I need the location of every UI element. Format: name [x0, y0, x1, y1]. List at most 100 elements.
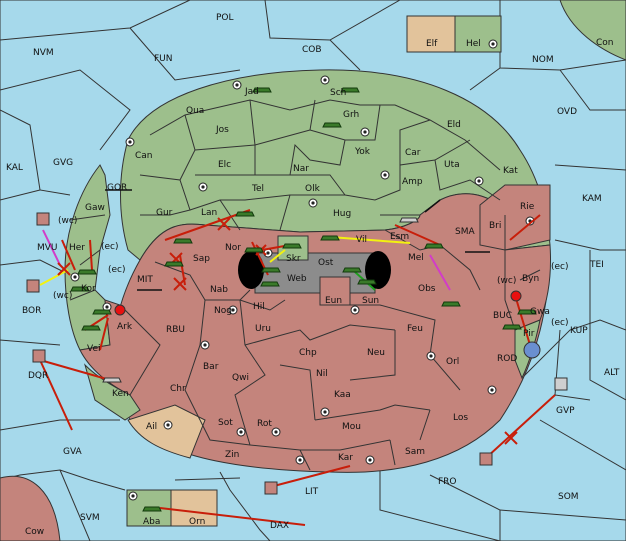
fail-mark-gvp	[504, 431, 518, 445]
coast-tag-byn-ec: (ec)	[551, 262, 569, 272]
label-kor: Kor	[81, 284, 96, 294]
label-elc: Elc	[218, 160, 231, 170]
supply-center-grh	[360, 127, 370, 137]
order-arrow-gva	[39, 359, 73, 431]
land-black-west	[238, 251, 264, 289]
label-gvg: GVG	[53, 158, 73, 168]
unit-pir	[523, 341, 541, 359]
land-rie[interactable]	[479, 184, 551, 251]
label-grh: Grh	[343, 110, 359, 120]
army-unit-mel	[424, 243, 444, 249]
order-arrow-bri	[509, 214, 541, 241]
land-ken[interactable]	[83, 363, 141, 421]
supply-center-orl	[487, 385, 497, 395]
label-eun: Eun	[325, 296, 342, 306]
label-orl: Orl	[446, 357, 459, 367]
army-unit-lan	[235, 211, 255, 217]
label-svm: SVM	[80, 513, 100, 523]
label-kal: KAL	[6, 163, 23, 173]
label-uta: Uta	[444, 160, 460, 170]
army-unit-kor	[70, 286, 90, 292]
order-arrow-gwa	[514, 294, 531, 346]
adjacency-sma	[424, 199, 441, 213]
label-neu: Neu	[367, 348, 385, 358]
label-obs: Obs	[418, 284, 436, 294]
label-kam: KAM	[582, 194, 602, 204]
order-arrow-dqr	[39, 359, 111, 381]
order-arrow-lit	[269, 465, 351, 488]
supply-center-hug	[308, 198, 318, 208]
label-mou: Mou	[342, 422, 361, 432]
army-unit-sap2	[164, 261, 184, 267]
order-arrow-lan	[164, 209, 251, 241]
army-unit-hil	[261, 267, 281, 273]
fleet-unit-mvu	[36, 212, 50, 226]
label-jad: Jad	[244, 87, 259, 97]
label-qwi: Qwi	[232, 373, 249, 383]
label-kat: Kat	[503, 166, 518, 176]
label-alt: ALT	[604, 368, 620, 378]
label-rbu: RBU	[166, 325, 185, 335]
label-mel: Mel	[408, 253, 424, 263]
army-unit-nor	[244, 247, 264, 253]
label-gur: Gur	[156, 208, 173, 218]
label-bar: Bar	[203, 362, 219, 372]
label-gor: GOR	[107, 183, 127, 193]
failure-marks	[57, 217, 518, 445]
label-sma: SMA	[455, 227, 475, 237]
label-qua: Qua	[186, 106, 204, 116]
orders	[39, 189, 556, 526]
label-hel: Hel	[466, 39, 481, 49]
land-eun[interactable]	[319, 276, 351, 306]
army-unit-vei	[81, 325, 101, 331]
label-rot: Rot	[257, 419, 272, 429]
label-ken: Ken	[112, 389, 129, 399]
label-tel: Tel	[251, 184, 264, 194]
order-arrow-kor	[61, 239, 76, 271]
label-som: SOM	[558, 492, 579, 502]
label-car: Car	[405, 148, 421, 158]
supply-center-aba	[128, 491, 138, 501]
supply-center-sot	[236, 427, 246, 437]
army-unit-sun	[357, 279, 377, 285]
coast-tag-kor-ec: (ec)	[108, 265, 126, 275]
label-yok: Yok	[354, 147, 371, 157]
army-unit-obs	[441, 301, 461, 307]
label-hug: Hug	[333, 209, 351, 219]
order-arrow-her	[89, 239, 93, 271]
order-arrow-dax	[159, 507, 306, 526]
label-con: Con	[596, 38, 614, 48]
fleet-unit-bor	[26, 279, 40, 293]
label-nvm: NVM	[33, 48, 54, 58]
label-amp: Amp	[402, 177, 423, 187]
army-unit-jad	[252, 87, 272, 93]
land-elf[interactable]	[406, 15, 456, 53]
label-nab: Nab	[210, 285, 228, 295]
label-can: Can	[135, 151, 153, 161]
label-ost: Ost	[318, 258, 334, 268]
land-ail[interactable]	[127, 404, 206, 459]
province-borders	[69, 99, 541, 471]
support-arrow-bor	[39, 269, 69, 286]
label-nil: Nil	[316, 369, 328, 379]
supply-center-sun	[350, 305, 360, 315]
supply-center-kar	[365, 455, 375, 465]
army-unit-sap1	[173, 238, 193, 244]
label-gwa: Gwa	[530, 307, 550, 317]
label-nom: NOM	[532, 55, 554, 65]
coast-tag-kor-wc: (wc)	[53, 291, 72, 301]
army-unit-sch	[340, 87, 360, 93]
label-sap: Sap	[193, 254, 210, 264]
land-orn[interactable]	[170, 489, 218, 527]
label-mit: MIT	[137, 275, 153, 285]
label-ovd: OVD	[557, 107, 577, 117]
label-cow: Cow	[25, 527, 44, 537]
label-nor: Nor	[225, 243, 241, 253]
army-unit-web	[260, 281, 280, 287]
label-rie: Rie	[520, 202, 535, 212]
labels: POL NVM FUN COB NOM Con KAL GVG GOR OVD …	[6, 13, 620, 537]
army-unit-vil	[320, 235, 340, 241]
label-rod: ROD	[497, 354, 517, 364]
burst-marker-ark	[114, 304, 126, 316]
